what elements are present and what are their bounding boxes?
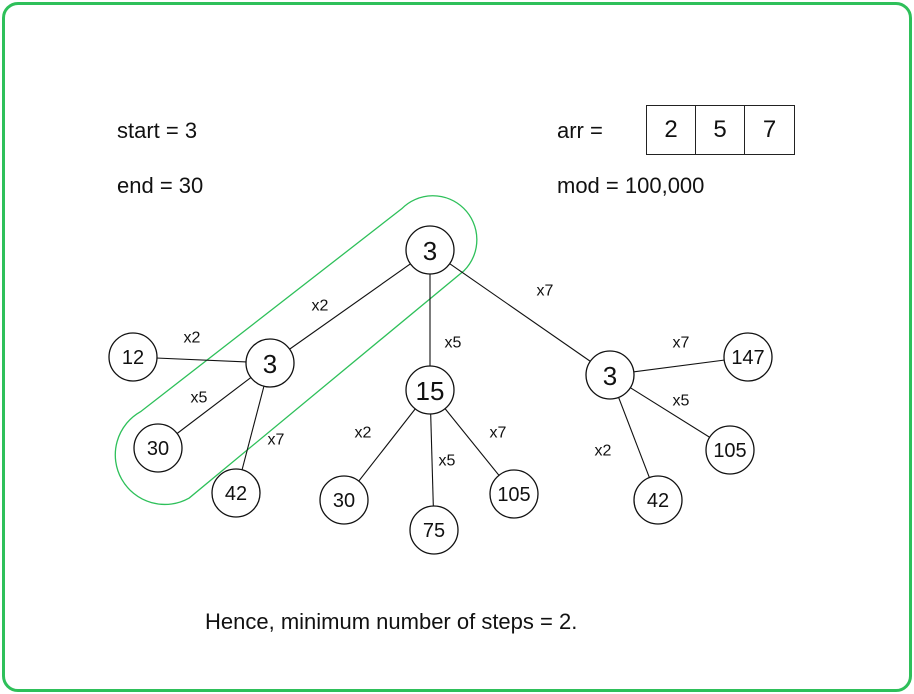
tree-node: 42 [211,468,261,518]
tree-node: 75 [409,505,459,555]
node-circle [633,475,683,525]
node-circle [585,350,635,400]
node-value: 30 [333,490,355,512]
tree-node: 3 [245,338,295,388]
array-cell: 5 [696,106,745,154]
tree-nodes: 3 3 15 3 12 30 42 30 75 105 147 105 42 [108,225,773,555]
tree-edge [429,249,611,376]
node-value: 3 [603,361,617,391]
tree-node: 105 [489,469,539,519]
tree-node: 15 [405,365,455,415]
conclusion-text: Hence, minimum number of steps = 2. [205,609,578,634]
edge-label: x5 [439,453,456,470]
edge-label: x5 [191,390,208,407]
node-value: 30 [147,438,169,460]
tree-node: 105 [705,425,755,475]
node-value: 75 [423,520,445,542]
edge-label: x2 [595,443,612,460]
node-value: 42 [647,490,669,512]
array-cell: 2 [647,106,696,154]
edge-label: x7 [268,432,285,449]
arr-label: arr = [557,118,603,143]
end-label: end = 30 [117,173,204,198]
tree-edge [269,249,431,364]
tree-node: 30 [133,423,183,473]
shortest-path-highlight [114,195,478,506]
tree-node: 147 [723,332,773,382]
tree-node: 12 [108,332,158,382]
node-value: 12 [122,347,144,369]
node-circle [211,468,261,518]
node-circle [405,225,455,275]
node-value: 15 [416,376,445,406]
node-value: 3 [423,236,437,266]
node-value: 105 [713,440,746,462]
tree-node: 30 [319,475,369,525]
tree-node: 3 [405,225,455,275]
tree-edges: x2 x5 x7 x2 x5 x7 x2 x5 x7 x7 x5 x2 [132,249,749,531]
node-circle [108,332,158,382]
edge-label: x5 [673,393,690,410]
array-cell: 7 [762,116,777,143]
node-circle [245,338,295,388]
edge-label: x2 [312,298,329,315]
node-value: 42 [225,483,247,505]
node-circle [409,505,459,555]
node-value: 147 [731,347,764,369]
node-circle [489,469,539,519]
edge-label: x7 [673,335,690,352]
edge-label: x2 [184,330,201,347]
tree-node: 3 [585,350,635,400]
edge-label: x5 [445,335,462,352]
node-circle [133,423,183,473]
start-label: start = 3 [117,118,198,143]
node-circle [405,365,455,415]
mod-label: mod = 100,000 [557,173,705,198]
edge-label: x7 [490,425,507,442]
edge-label: x2 [355,425,372,442]
node-circle [319,475,369,525]
node-circle [705,425,755,475]
array-box: 2 5 7 [646,105,795,155]
node-value: 105 [497,484,530,506]
node-circle [723,332,773,382]
node-value: 3 [263,349,277,379]
edge-label: x7 [537,283,554,300]
tree-node: 42 [633,475,683,525]
